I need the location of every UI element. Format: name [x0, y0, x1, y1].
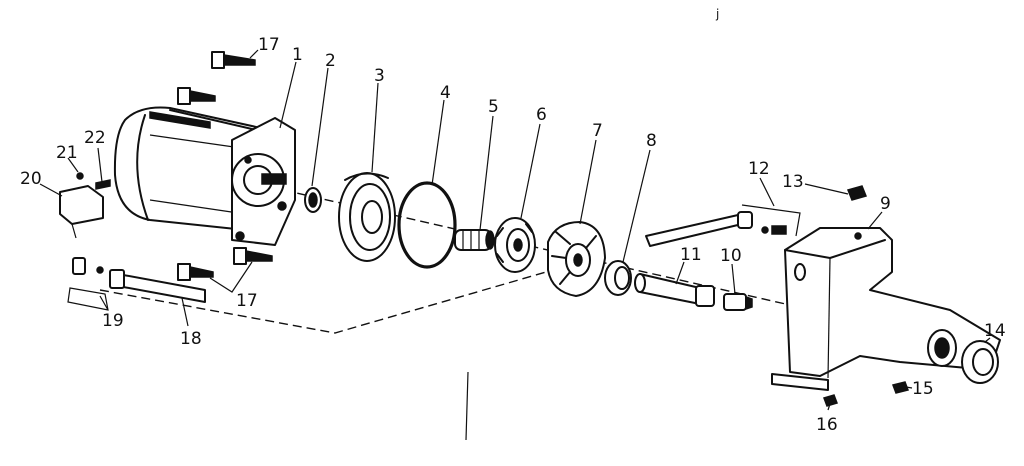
callout-8: 8	[646, 131, 657, 151]
part-10-valve	[723, 293, 753, 311]
callout-19: 19	[102, 311, 124, 331]
callout-15: 15	[912, 379, 934, 399]
callout-7: 7	[592, 121, 603, 141]
callout-9: 9	[880, 194, 891, 214]
part-11-venturi	[634, 273, 715, 307]
callout-17-top: 17	[258, 35, 280, 55]
part-22-clip	[95, 179, 111, 190]
callout-20: 20	[20, 169, 42, 189]
callout-21: 21	[56, 143, 78, 163]
part-20-capacitor	[59, 185, 104, 239]
part-17-bolts-top	[177, 51, 256, 105]
part-8-wear-ring	[604, 260, 632, 296]
part-21-screw	[76, 172, 84, 180]
callout-3: 3	[374, 66, 385, 86]
callout-11: 11	[680, 245, 702, 265]
part-18-pipe	[109, 269, 206, 303]
callout-22: 22	[84, 128, 106, 148]
part-9-pump-body	[771, 227, 1001, 391]
part-7-diffuser	[547, 221, 606, 297]
part-2-seal	[304, 187, 322, 213]
part-16-plug	[823, 394, 838, 407]
callout-16: 16	[816, 415, 838, 435]
callout-12: 12	[748, 159, 770, 179]
callout-1: 1	[292, 45, 303, 65]
callout-5: 5	[488, 97, 499, 117]
callout-10: 10	[720, 246, 742, 266]
callout-18: 18	[180, 329, 202, 349]
part-17-bolts-bottom	[177, 247, 273, 281]
part-13-plug	[846, 185, 868, 201]
callout-13: 13	[782, 172, 804, 192]
part-19-fitting	[67, 257, 109, 311]
callout-4: 4	[440, 83, 451, 103]
corner-mark: j	[715, 7, 719, 21]
part-12-tube	[645, 204, 801, 247]
part-4-o-ring	[397, 181, 457, 269]
part-3-seal-plate	[338, 172, 396, 262]
part-14-adapter	[961, 340, 999, 384]
callout-14: 14	[984, 321, 1006, 341]
callout-2: 2	[325, 51, 336, 71]
leader-lines	[39, 49, 991, 411]
part-1-motor	[113, 106, 296, 246]
part-6-impeller	[494, 217, 536, 273]
callout-6: 6	[536, 105, 547, 125]
part-15-plug	[892, 381, 909, 394]
part-5-shaft-seal	[454, 229, 495, 251]
callout-17-bottom: 17	[236, 291, 258, 311]
